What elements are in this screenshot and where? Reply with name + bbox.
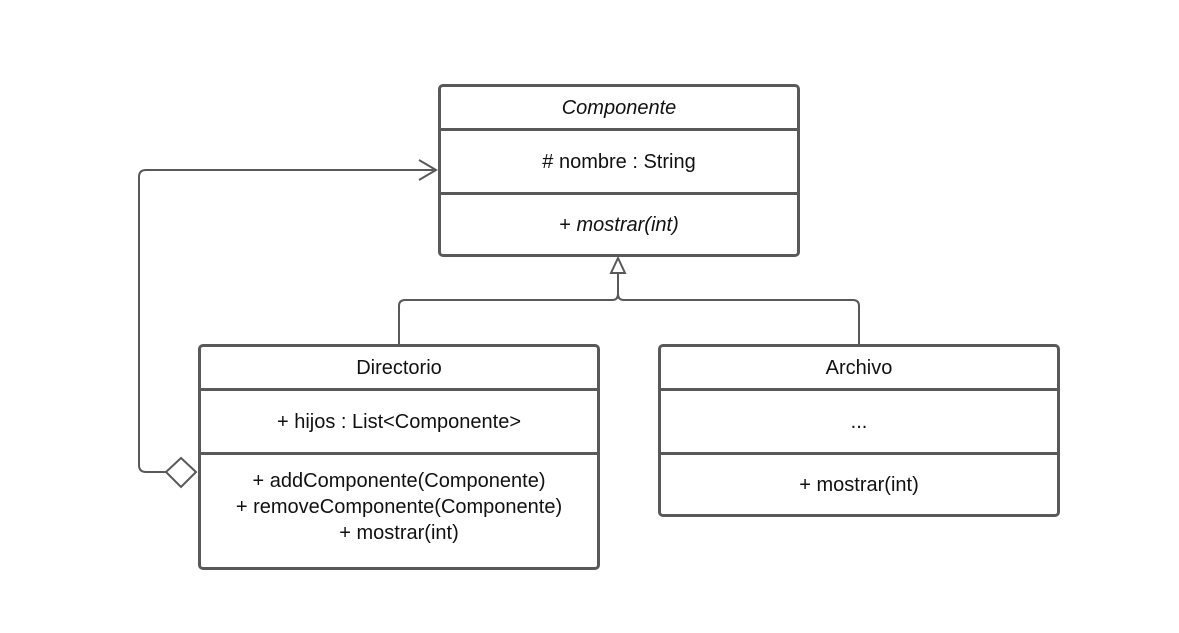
aggregation-diamond (164, 456, 198, 489)
method-visibility: + (559, 213, 577, 236)
attribute: + hijos : List<Componente> (276, 410, 522, 433)
class-componente[interactable]: Componente # nombre : String + mostrar(i… (438, 84, 800, 257)
class-name: Archivo (825, 356, 893, 379)
attribute: ... (850, 410, 868, 433)
class-archivo[interactable]: Archivo ... + mostrar(int) (658, 344, 1060, 517)
class-name-compartment: Archivo (661, 347, 1057, 388)
methods-compartment: + addComponente(Componente) + removeComp… (201, 452, 597, 567)
class-name-compartment: Directorio (201, 347, 597, 388)
class-name-compartment: Componente (441, 87, 797, 128)
class-name: Directorio (356, 356, 442, 379)
method: + mostrar(int) (339, 522, 459, 544)
generalization-line-directorio (398, 273, 619, 345)
abstract-method-name: mostrar(int) (576, 213, 679, 236)
methods-compartment: + mostrar(int) (441, 192, 797, 254)
generalization-line-archivo (617, 293, 860, 345)
method: + mostrar(int) (559, 212, 678, 238)
attributes-compartment: + hijos : List<Componente> (201, 388, 597, 452)
method: + addComponente(Componente) (252, 470, 546, 492)
attributes-compartment: ... (661, 388, 1057, 452)
generalization-arrowhead (609, 255, 627, 274)
class-directorio[interactable]: Directorio + hijos : List<Componente> + … (198, 344, 600, 570)
aggregation-line (138, 169, 436, 473)
attribute: # nombre : String (542, 150, 696, 173)
aggregation-arrowhead (418, 159, 438, 181)
class-name: Componente (561, 96, 677, 119)
methods-compartment: + mostrar(int) (661, 452, 1057, 514)
method: + mostrar(int) (799, 473, 919, 496)
method: + removeComponente(Componente) (235, 496, 563, 518)
attributes-compartment: # nombre : String (441, 128, 797, 192)
